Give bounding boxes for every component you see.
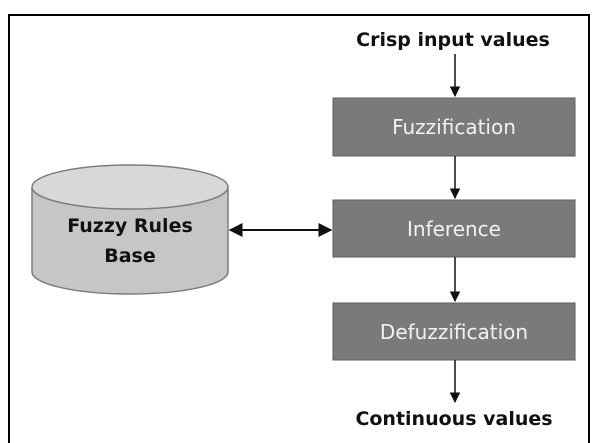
output-label: Continuous values — [355, 408, 552, 430]
defuzzification-box — [332, 302, 576, 361]
inference-label: Inference — [407, 217, 501, 241]
fuzzification-box — [332, 97, 576, 157]
rule-base-label-line-2: Base — [104, 245, 156, 267]
fuzzification-step: Fuzzification — [332, 97, 576, 157]
rule-base-cylinder: Fuzzy Rules Base — [31, 164, 229, 295]
inference-box — [332, 199, 576, 258]
rule-base-label-line-1: Fuzzy Rules — [67, 215, 193, 237]
inference-step: Inference — [332, 199, 576, 258]
defuzzification-step: Defuzzification — [332, 302, 576, 361]
input-label: Crisp input values — [356, 29, 550, 51]
fuzzification-label: Fuzzification — [392, 115, 516, 139]
defuzzification-label: Defuzzification — [380, 320, 528, 344]
rule-base-top — [31, 164, 229, 210]
